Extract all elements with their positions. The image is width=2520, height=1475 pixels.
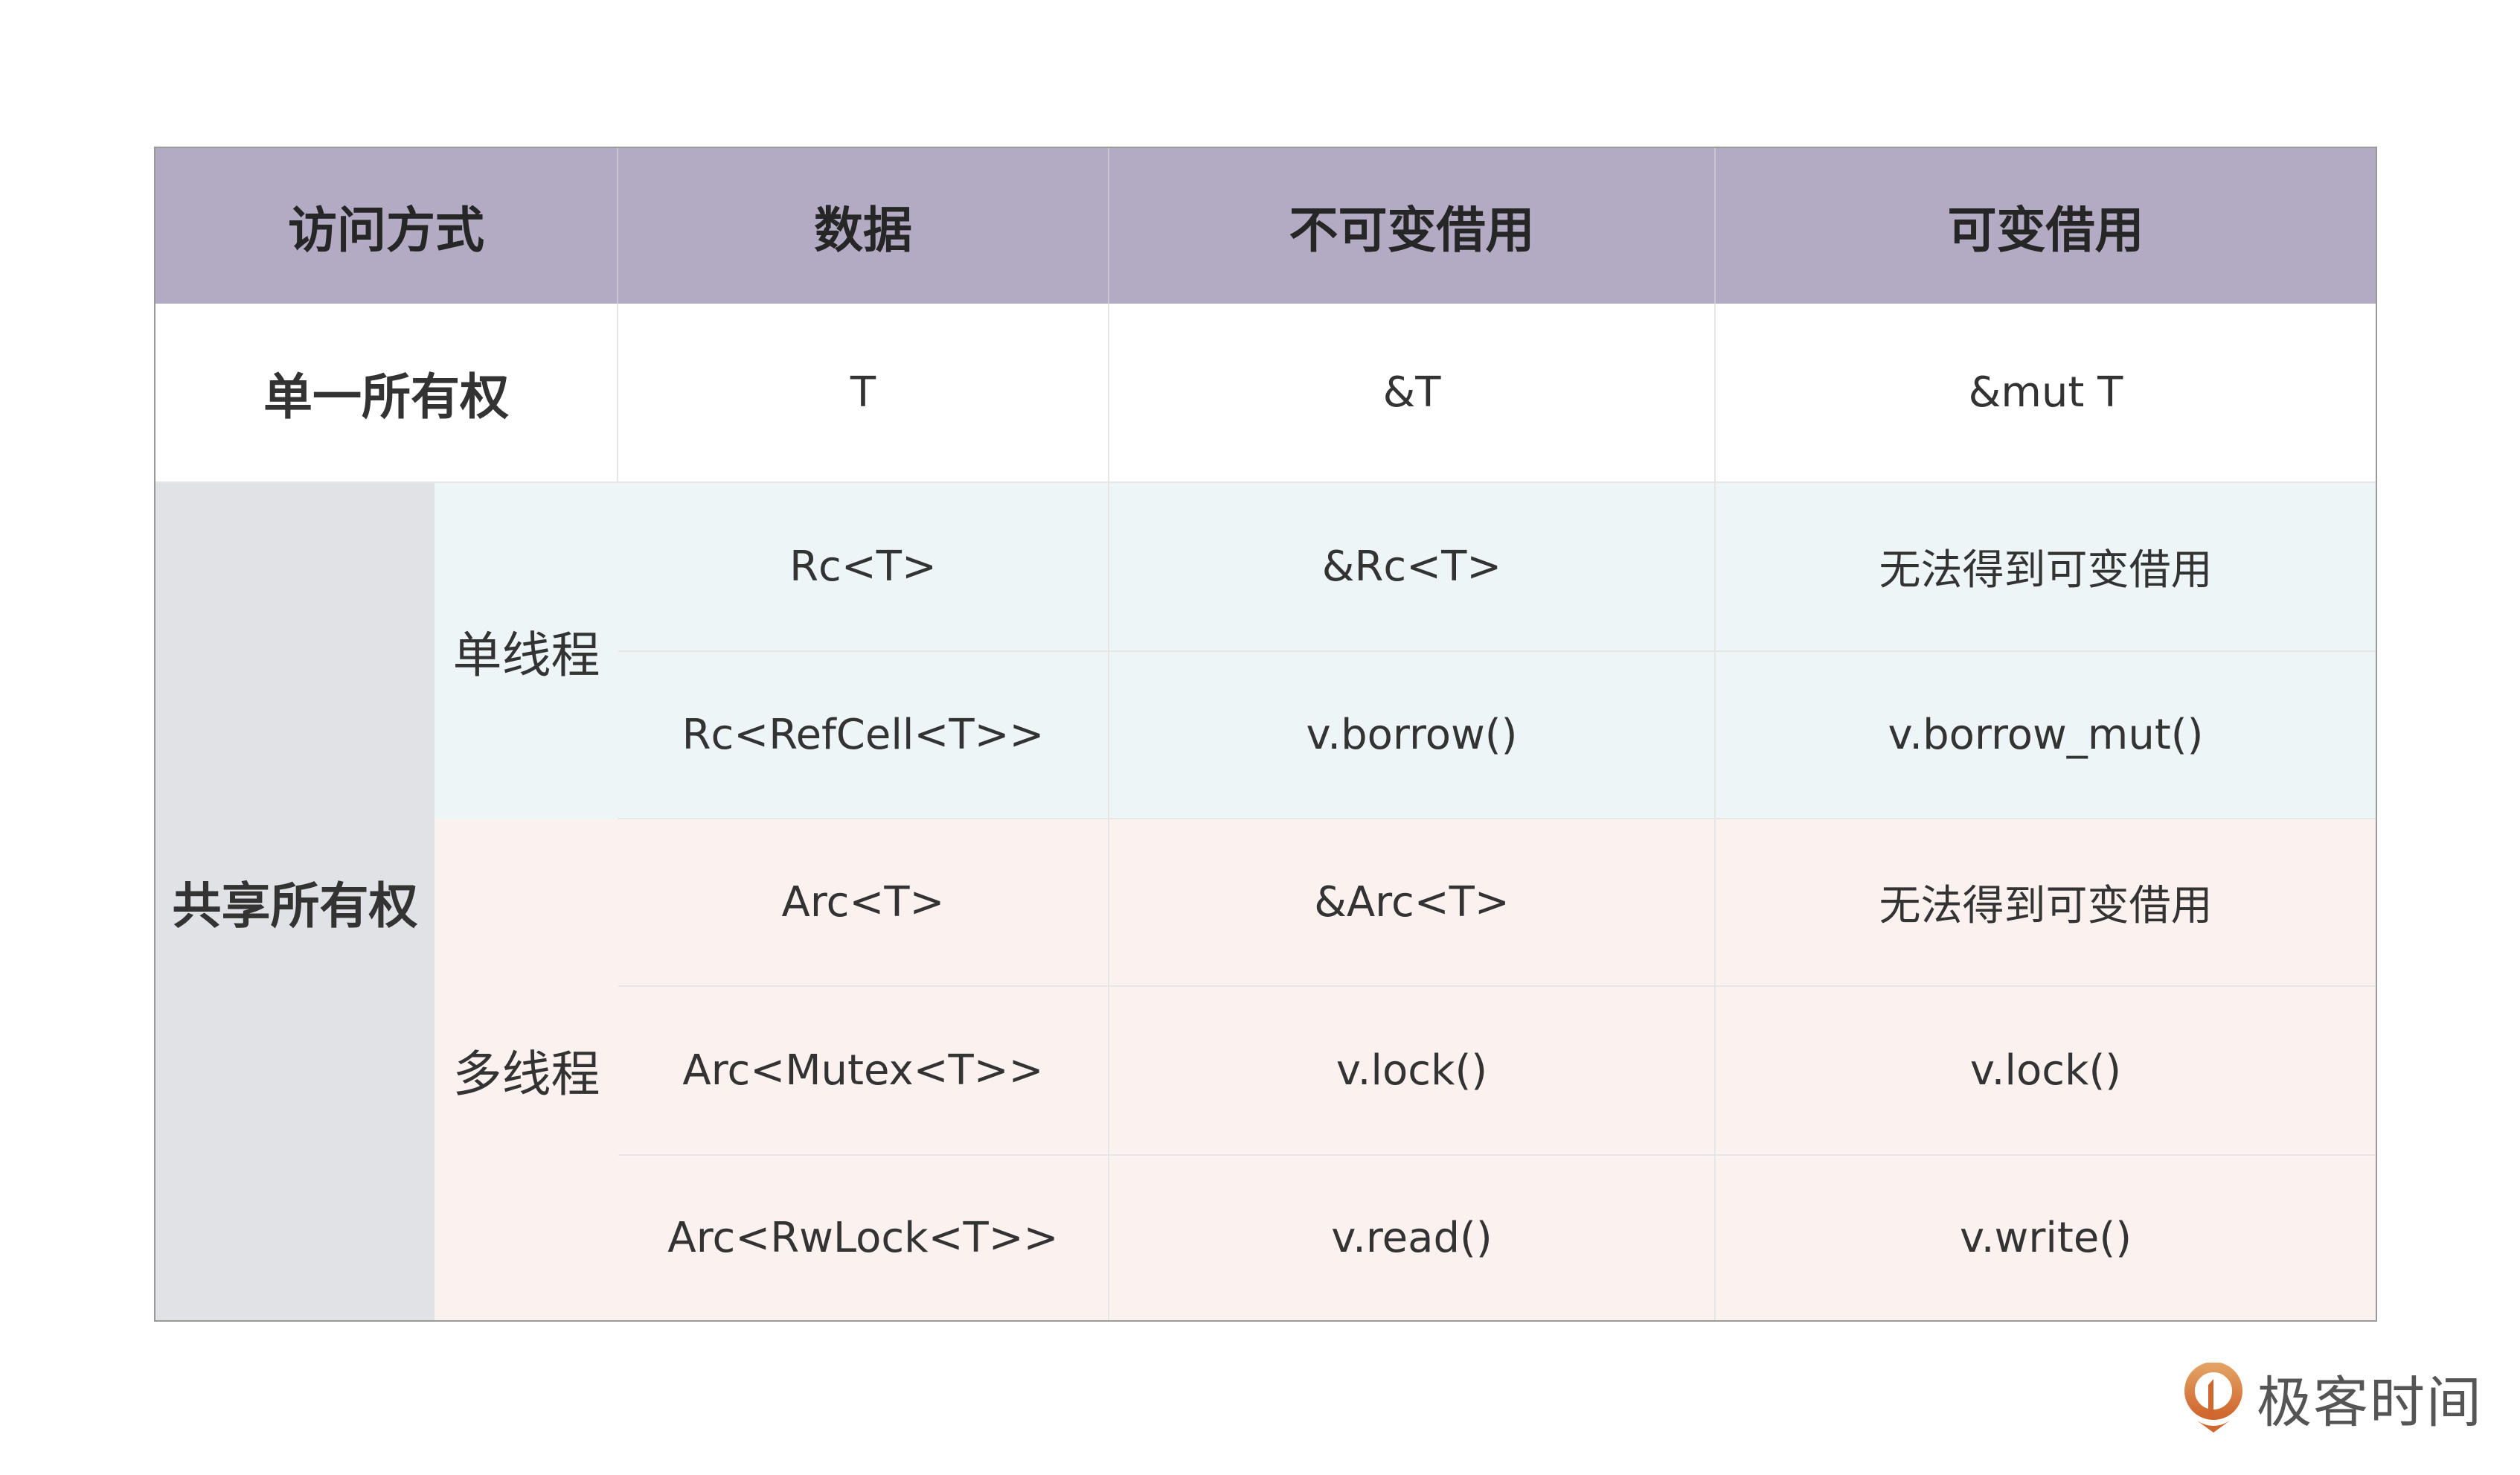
cell-data: Arc<RwLock<T>> xyxy=(618,1156,1109,1320)
multi-thread-label: 多线程 xyxy=(435,819,618,1320)
geektime-logo-text: 极客时间 xyxy=(2257,1371,2483,1435)
cell-data: T xyxy=(618,304,1109,483)
cell-mutable: v.write() xyxy=(1716,1156,2376,1320)
cell-mutable: 无法得到可变借用 xyxy=(1716,483,2376,652)
cell-immutable: v.read() xyxy=(1109,1156,1716,1320)
cell-data: Arc<T> xyxy=(618,819,1109,987)
shared-ownership-label: 共享所有权 xyxy=(156,483,435,1320)
single-thread-label: 单线程 xyxy=(435,483,618,819)
cell-immutable: &Arc<T> xyxy=(1109,819,1716,987)
cell-mutable: v.lock() xyxy=(1716,987,2376,1156)
cell-immutable: v.lock() xyxy=(1109,987,1716,1156)
geektime-logo-icon xyxy=(2184,1363,2242,1433)
cell-data: Rc<T> xyxy=(618,483,1109,652)
cell-immutable: &Rc<T> xyxy=(1109,483,1716,652)
cell-mutable: &mut T xyxy=(1716,304,2376,483)
ownership-borrow-table: 访问方式 数据 不可变借用 可变借用 单一所有权 T &T &mut T 共享所… xyxy=(154,147,2377,1322)
cell-data: Arc<Mutex<T>> xyxy=(618,987,1109,1156)
single-ownership-label: 单一所有权 xyxy=(156,304,618,483)
cell-immutable: v.borrow() xyxy=(1109,652,1716,819)
cell-mutable: v.borrow_mut() xyxy=(1716,652,2376,819)
cell-data: Rc<RefCell<T>> xyxy=(618,652,1109,819)
header-access-mode: 访问方式 xyxy=(156,148,618,304)
cell-immutable: &T xyxy=(1109,304,1716,483)
header-mutable-borrow: 可变借用 xyxy=(1716,148,2376,304)
header-immutable-borrow: 不可变借用 xyxy=(1109,148,1716,304)
header-data: 数据 xyxy=(618,148,1109,304)
geektime-logo: 极客时间 xyxy=(2184,1358,2483,1438)
cell-mutable: 无法得到可变借用 xyxy=(1716,819,2376,987)
